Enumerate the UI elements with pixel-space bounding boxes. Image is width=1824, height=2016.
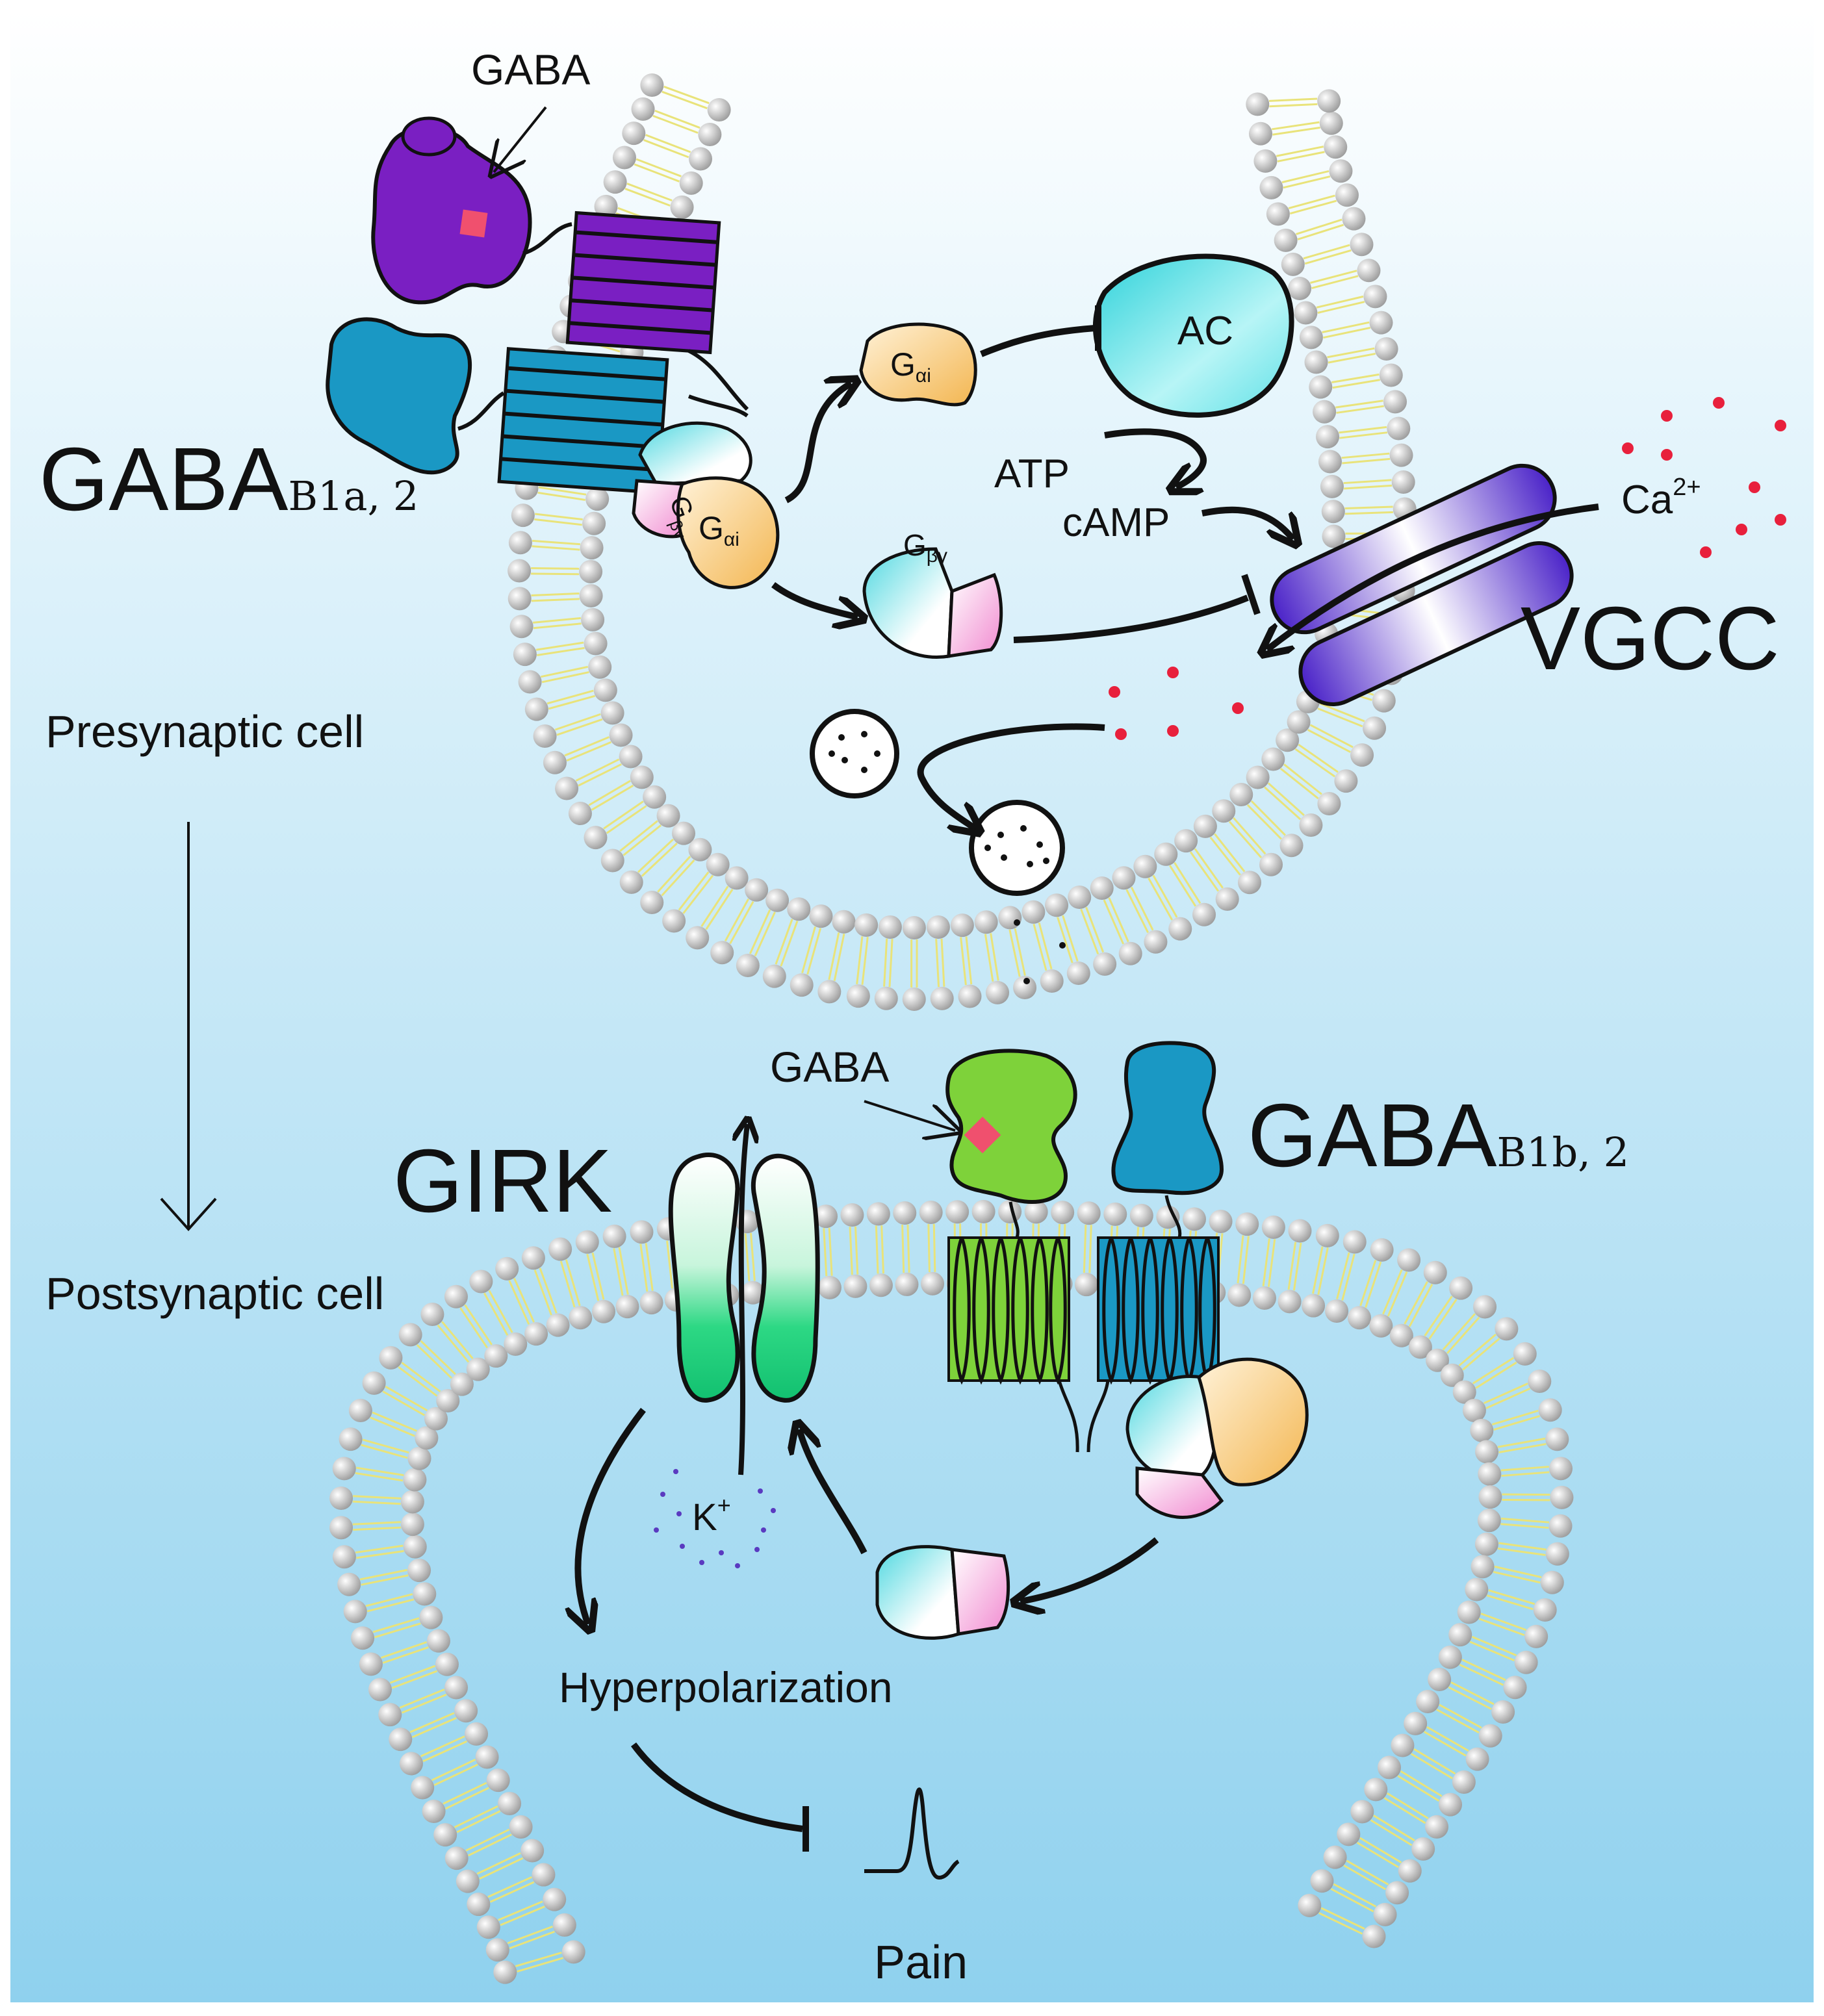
gabab1-transmembrane-post xyxy=(949,1238,1069,1381)
gabab2-ecd-post xyxy=(1113,1043,1222,1193)
gabab1-ecd-post xyxy=(947,1051,1075,1202)
free-g-alpha: Gαi xyxy=(861,324,975,405)
gaba-label-bottom: GABA xyxy=(770,1043,889,1091)
postsynaptic-cell-label: Postsynaptic cell xyxy=(45,1268,384,1319)
girk-subunit-left xyxy=(671,1155,738,1400)
ac-label: AC xyxy=(1177,309,1233,353)
vesicle-2 xyxy=(971,802,1062,893)
gabab1-transmembrane-pre xyxy=(567,213,719,353)
gabab2-transmembrane-post xyxy=(1098,1238,1218,1381)
gabab2-transmembrane-pre xyxy=(499,349,667,493)
presynaptic-cell-label: Presynaptic cell xyxy=(45,706,364,757)
pain-label: Pain xyxy=(874,1937,968,1989)
vgcc-label: VGCC xyxy=(1521,589,1780,689)
g-betagamma-label-free: G xyxy=(903,528,927,562)
adenylyl-cyclase: AC xyxy=(1096,257,1292,415)
atp-label: ATP xyxy=(994,452,1070,496)
hyperpolarization-label: Hyperpolarization xyxy=(559,1663,893,1711)
gaba-ligand-top xyxy=(460,210,488,238)
g-alpha-label-free: G xyxy=(890,346,916,383)
girk-subunit-right xyxy=(753,1156,817,1400)
g-alpha-label-pre: G xyxy=(699,510,724,546)
gaba-label-top: GABA xyxy=(471,45,590,94)
vesicle-1 xyxy=(812,711,897,796)
girk-label: GIRK xyxy=(393,1131,612,1231)
g-beta-pre xyxy=(640,423,751,484)
gabab1-lobe xyxy=(403,118,455,155)
camp-label: cAMP xyxy=(1062,500,1170,545)
free-g-betagamma-post xyxy=(877,1547,1008,1639)
